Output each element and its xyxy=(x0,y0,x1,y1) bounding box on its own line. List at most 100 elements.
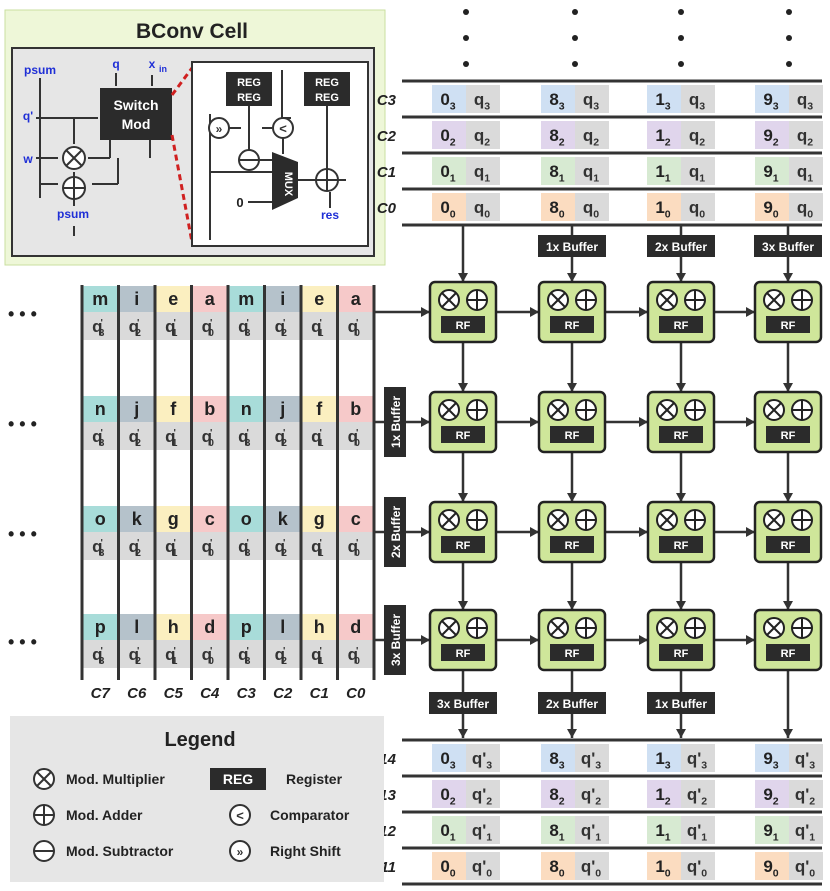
left-buffer: 3x Buffer xyxy=(384,605,406,675)
digit-value: 01 xyxy=(440,162,455,184)
svg-text:»: » xyxy=(216,122,223,136)
digit-value: 90 xyxy=(763,857,778,879)
adder-icon xyxy=(791,617,813,639)
modulus-cell xyxy=(466,816,500,844)
input-value: i xyxy=(134,289,139,309)
modulus-cell xyxy=(466,85,500,113)
digit-value: 82 xyxy=(549,126,564,148)
digit-value: 80 xyxy=(549,198,564,220)
rf-label: RF xyxy=(456,320,471,332)
input-value: c xyxy=(351,509,361,529)
arrow-head xyxy=(421,635,430,645)
rf-label: RF xyxy=(456,648,471,660)
digit-cell xyxy=(755,121,789,149)
modulus-cell xyxy=(789,193,823,221)
input-cell xyxy=(266,614,300,640)
pe-cell: RF xyxy=(428,280,498,344)
svg-text:REG: REG xyxy=(237,92,261,104)
input-value: l xyxy=(280,617,285,637)
rf-label: RF xyxy=(674,430,689,442)
modulus-cell xyxy=(229,532,263,560)
modulus-cell xyxy=(681,193,715,221)
digit-cell xyxy=(755,780,789,808)
rf-badge xyxy=(441,426,485,443)
continuation-dot xyxy=(786,61,792,67)
arrow-head xyxy=(458,601,468,610)
input-row: • • •nq'3jq'2fq'1bq'0nq'3jq'2fq'1bq'0 xyxy=(8,396,373,450)
modulus-cell xyxy=(266,422,300,450)
modulus-value: q'1 xyxy=(311,645,324,667)
modulus-cell xyxy=(575,816,609,844)
legend-adder-icon xyxy=(33,804,55,826)
input-value: m xyxy=(92,289,108,309)
modulus-cell xyxy=(266,532,300,560)
svg-text:REG: REG xyxy=(315,92,339,104)
rf-badge xyxy=(766,316,810,333)
modulus-value: q'1 xyxy=(311,427,324,449)
modulus-cell xyxy=(789,121,823,149)
input-cell xyxy=(83,614,117,640)
modulus-cell xyxy=(120,422,154,450)
adder-icon xyxy=(684,509,706,531)
multiplier-icon xyxy=(656,509,678,531)
input-value: n xyxy=(95,399,106,419)
modulus-cell xyxy=(681,852,715,880)
digit-value: 80 xyxy=(549,857,564,879)
continuation-dot xyxy=(463,35,469,41)
modulus-value: q'3 xyxy=(92,317,105,339)
digit-cell xyxy=(432,85,466,113)
digit-cell xyxy=(432,193,466,221)
input-cell xyxy=(83,286,117,312)
switch-mod-block xyxy=(100,88,172,140)
rf-badge xyxy=(766,644,810,661)
rf-label: RF xyxy=(674,320,689,332)
modulus-value: q2 xyxy=(583,126,599,148)
pe-cell: RF xyxy=(537,500,607,564)
digit-value: 11 xyxy=(655,162,670,184)
digit-cell xyxy=(647,852,681,880)
modulus-value: q'2 xyxy=(129,427,142,449)
arrow-head xyxy=(639,307,648,317)
buffer-label: 1x Buffer xyxy=(389,396,403,448)
digit-cell xyxy=(647,744,681,772)
legend-adder-label: Mod. Adder xyxy=(66,807,143,823)
modulus-cell xyxy=(266,640,300,668)
digit-value: 83 xyxy=(549,90,564,112)
modulus-value: q2 xyxy=(474,126,490,148)
modulus-cell xyxy=(466,744,500,772)
cell-multiplier-icon xyxy=(62,146,86,170)
digit-value: 93 xyxy=(763,749,778,771)
detail-adder-icon xyxy=(315,168,339,192)
modulus-cell xyxy=(575,780,609,808)
digit-value: 81 xyxy=(549,162,564,184)
modulus-value: q'3 xyxy=(92,537,105,559)
mux-block: MUX xyxy=(272,152,298,210)
rf-badge xyxy=(766,426,810,443)
modulus-value: q'3 xyxy=(92,645,105,667)
svg-text:Switch: Switch xyxy=(113,97,158,113)
multiplier-icon xyxy=(547,399,569,421)
digit-cell xyxy=(647,816,681,844)
arrow-head xyxy=(676,273,686,282)
modulus-cell xyxy=(193,422,227,450)
arrow-head xyxy=(458,383,468,392)
modulus-value: q'0 xyxy=(348,427,361,449)
digit-value: 11 xyxy=(655,821,670,843)
rf-label: RF xyxy=(565,648,580,660)
input-value: j xyxy=(279,399,285,419)
legend-subtractor-icon xyxy=(33,840,55,862)
arrow-head xyxy=(530,307,539,317)
modulus-cell xyxy=(789,852,823,880)
modulus-cell xyxy=(466,157,500,185)
arrow-head xyxy=(421,417,430,427)
modulus-cell xyxy=(339,422,373,450)
arrow-head xyxy=(676,729,686,738)
adder-icon xyxy=(575,617,597,639)
ellipsis: • • • xyxy=(8,632,37,652)
buffer-label: 2x Buffer xyxy=(546,697,598,711)
continuation-dot xyxy=(678,9,684,15)
modulus-value: q'0 xyxy=(472,857,492,879)
rf-label: RF xyxy=(781,540,796,552)
modulus-cell xyxy=(681,780,715,808)
